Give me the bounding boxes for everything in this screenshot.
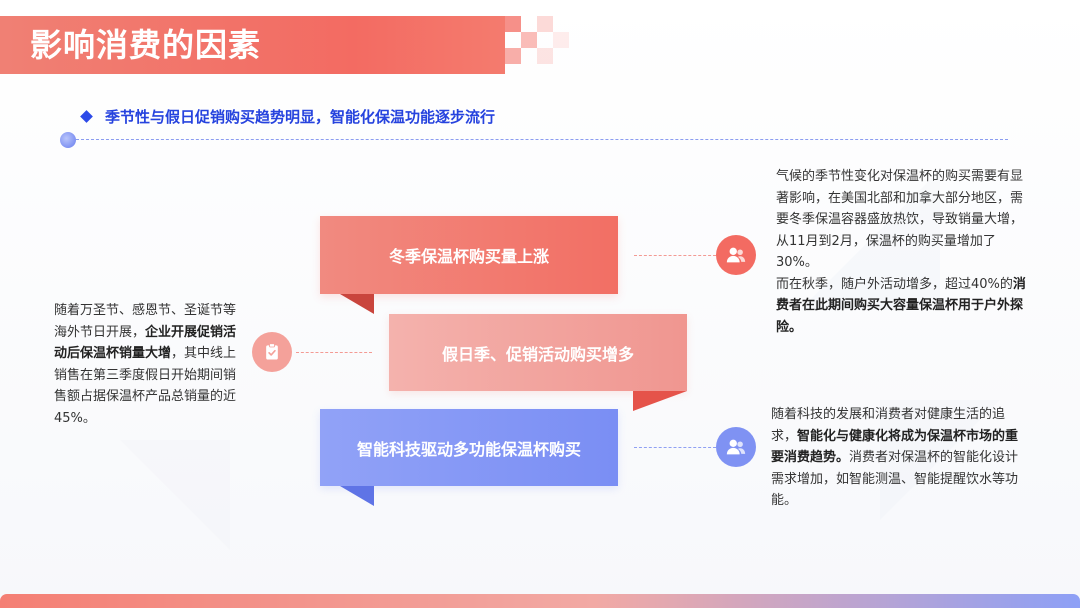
slide-subtitle: 季节性与假日促销购买趋势明显，智能化保温功能逐步流行 <box>105 107 496 126</box>
bg-triangle <box>800 170 940 310</box>
mosaic-square <box>505 16 521 32</box>
ribbon-fold <box>633 391 687 411</box>
paragraph-text: ，其中线上销售在第三季度假日开始期间销售额占据保温杯产品总销量的近45%。 <box>54 346 237 426</box>
text-winter-detail: 气候的季节性变化对保温杯的购买需要有显著影响，在美国北部和加拿大部分地区，需要冬… <box>776 166 1034 338</box>
ribbon-fold <box>340 294 374 314</box>
paragraph-emphasis: 消费者在此期间购买大容量保温杯用于户外探险。 <box>776 276 1026 335</box>
ribbon-fold <box>340 486 374 506</box>
mosaic-square <box>553 32 569 48</box>
users-icon <box>716 235 756 275</box>
ribbon-label: 冬季保温杯购买量上涨 <box>388 247 549 266</box>
paragraph-emphasis: 智能化与健康化将成为保温杯市场的重要消费趋势。 <box>771 428 1019 466</box>
title-band: 影响消费的因素 <box>0 16 505 74</box>
divider-dashed-line <box>76 139 1008 140</box>
subtitle-row: 季节性与假日促销购买趋势明显，智能化保温功能逐步流行 <box>80 103 496 129</box>
mosaic-square <box>505 48 521 64</box>
connector-middle-left <box>296 352 372 353</box>
ribbon-holiday: 假日季、促销活动购买增多 <box>389 314 687 391</box>
connector-bottom-right <box>634 447 716 448</box>
ribbon-label: 假日季、促销活动购买增多 <box>441 344 634 364</box>
ribbon-winter: 冬季保温杯购买量上涨 <box>320 216 618 294</box>
paragraph: 随着万圣节、感恩节、圣诞节等海外节日开展，企业开展促销活动后保温杯销量大增，其中… <box>54 300 244 429</box>
paragraph-text: 随着科技的发展和消费者对健康生活的追求， <box>771 407 1006 444</box>
paragraph-text: 随着万圣节、感恩节、圣诞节等海外节日开展， <box>54 303 237 340</box>
users-icon <box>716 427 756 467</box>
text-smart-detail: 随着科技的发展和消费者对健康生活的追求，智能化与健康化将成为保温杯市场的重要消费… <box>771 404 1021 512</box>
bg-triangle <box>120 440 230 550</box>
mosaic-square <box>537 16 553 32</box>
text-holiday-detail: 随着万圣节、感恩节、圣诞节等海外节日开展，企业开展促销活动后保温杯销量大增，其中… <box>54 300 244 429</box>
ribbon-smart: 智能科技驱动多功能保温杯购买 <box>320 409 618 486</box>
paragraph-emphasis: 企业开展促销活动后保温杯销量大增 <box>54 324 237 362</box>
paragraph-text: 消费者对保温杯的智能化设计需求增加，如智能测温、智能提醒饮水等功能。 <box>771 450 1019 508</box>
paragraph: 而在秋季，随户外活动增多，超过40%的消费者在此期间购买大容量保温杯用于户外探险… <box>776 274 1034 339</box>
diamond-icon <box>80 109 93 123</box>
paragraph-text: 而在秋季，随户外活动增多，超过40%的 <box>776 276 1013 292</box>
bottom-gradient-bar <box>0 594 1080 608</box>
connector-top-right <box>634 255 716 256</box>
paragraph: 气候的季节性变化对保温杯的购买需要有显著影响，在美国北部和加拿大部分地区，需要冬… <box>776 169 1024 270</box>
slide-title: 影响消费的因素 <box>30 26 262 64</box>
paragraph: 随着科技的发展和消费者对健康生活的追求，智能化与健康化将成为保温杯市场的重要消费… <box>771 404 1021 512</box>
ribbon-label: 智能科技驱动多功能保温杯购买 <box>356 439 581 459</box>
mosaic-square <box>537 48 553 64</box>
mosaic-square <box>521 32 537 48</box>
line-start-dot <box>60 132 76 148</box>
checklist-bag-icon <box>252 332 292 372</box>
bg-triangle <box>880 400 1000 520</box>
